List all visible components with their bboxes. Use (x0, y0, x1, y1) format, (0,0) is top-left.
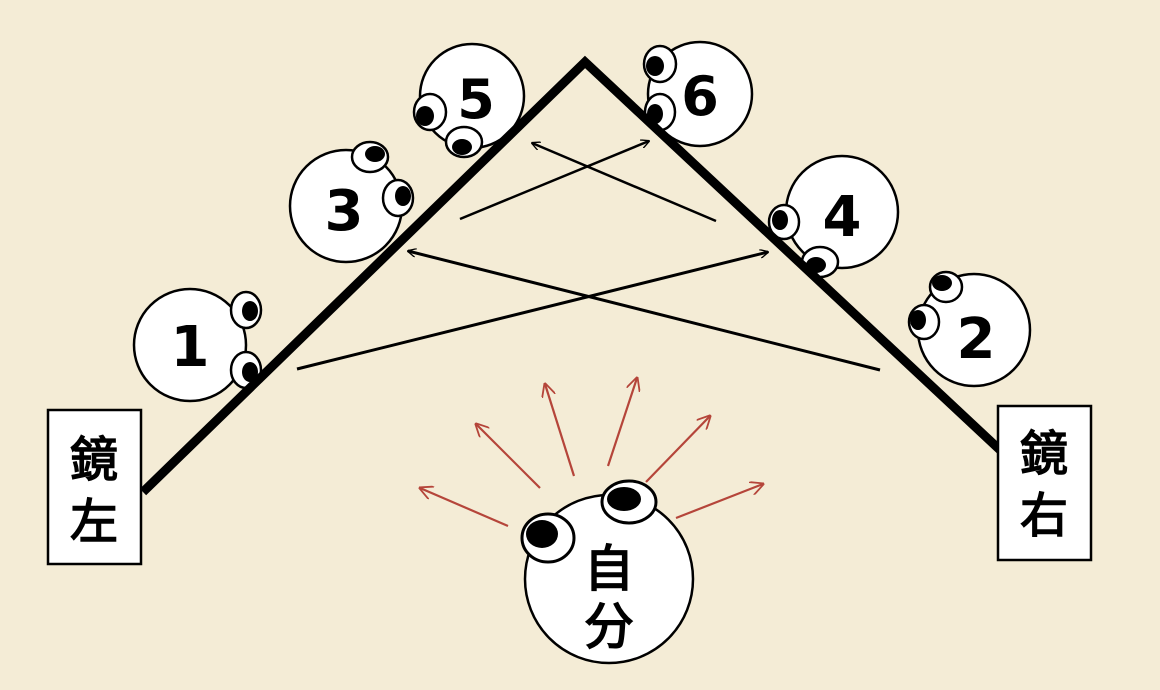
ray-arrow (476, 424, 541, 489)
face-circle (132, 287, 248, 403)
reflection-4: 4 (767, 154, 900, 279)
pupil (242, 362, 258, 382)
pupil (365, 146, 385, 162)
mirror-left-label-line1: 鏡 (70, 432, 118, 488)
path-arrow-1-to-4 (296, 252, 768, 371)
ray-arrow (606, 378, 637, 467)
pupil (646, 56, 664, 76)
pupil (452, 139, 472, 155)
pupil (932, 275, 952, 291)
reflection-paths (296, 141, 881, 372)
self-face: 自 分 (520, 479, 695, 665)
pupil (772, 210, 788, 230)
ray-arrow (645, 416, 710, 483)
sight-rays (420, 378, 763, 528)
self-label-line2: 分 (584, 598, 634, 656)
reflection-1-label: 1 (171, 315, 210, 380)
ray-arrow (420, 488, 509, 528)
pupil (910, 310, 926, 330)
reflection-6-label: 6 (681, 65, 719, 128)
pupil (242, 301, 258, 321)
reflection-1: 1 (132, 287, 263, 403)
reflection-4-label: 4 (823, 185, 862, 250)
pupil (607, 487, 641, 511)
mirror-right-label-line1: 鏡 (1020, 426, 1068, 482)
reflection-5: 5 (412, 42, 526, 159)
mirror-left-label-line2: 左 (70, 494, 118, 550)
reflection-3: 3 (288, 140, 415, 264)
path-arrow-2-to-3 (408, 251, 881, 372)
reflection-2: 2 (907, 270, 1032, 388)
ray-arrow (675, 484, 763, 520)
ray-arrow (545, 384, 576, 477)
self-label-line1: 自 (584, 540, 634, 598)
mirror-left-label: 鏡 左 (46, 408, 143, 566)
reflection-3-label: 3 (325, 179, 364, 244)
pupil (395, 186, 411, 206)
label-box (996, 404, 1093, 562)
path-arrow-4-to-5 (532, 143, 717, 223)
reflection-6: 6 (642, 40, 754, 148)
pupil (416, 106, 434, 126)
pupil (526, 520, 558, 548)
reflection-5-label: 5 (457, 68, 495, 131)
mirror-right-label: 鏡 右 (996, 404, 1093, 562)
label-box (46, 408, 143, 566)
reflection-2-label: 2 (957, 307, 996, 372)
mirror-right-label-line2: 右 (1020, 488, 1068, 544)
mirror-line (139, 55, 1004, 496)
path-arrow-3-to-6 (459, 141, 649, 221)
